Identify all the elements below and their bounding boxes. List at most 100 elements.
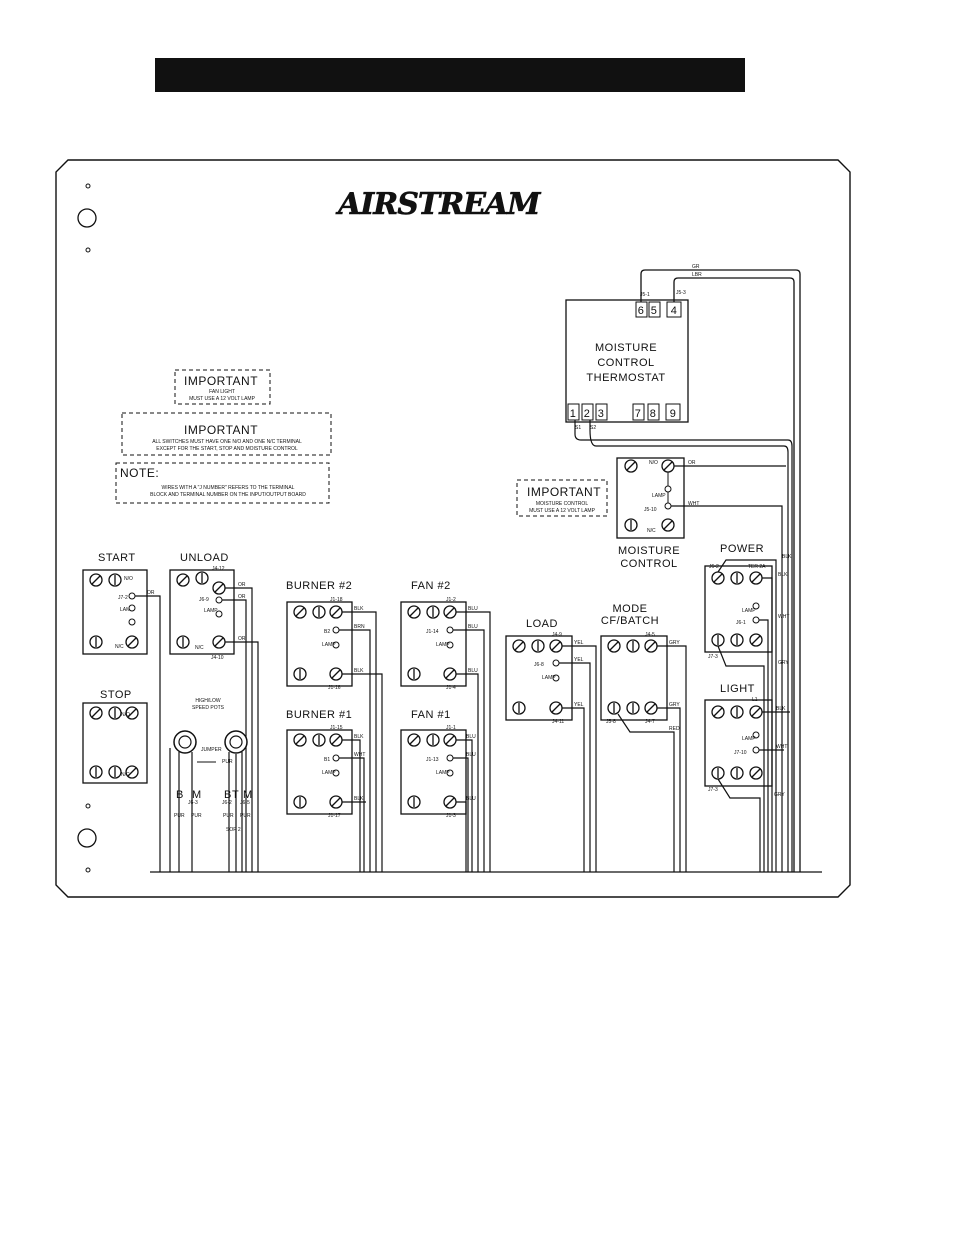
svg-text:J5-1: J5-1 [640, 292, 650, 298]
svg-text:J1-4: J1-4 [446, 685, 456, 691]
svg-text:B: B [224, 789, 232, 801]
svg-text:BLU: BLU [466, 796, 476, 802]
svg-text:J1-2: J1-2 [446, 597, 456, 603]
svg-text:MOISTURE: MOISTURE [618, 545, 680, 557]
mount-hole [85, 183, 91, 189]
svg-text:POWER: POWER [720, 543, 764, 555]
svg-text:BLU: BLU [468, 668, 478, 674]
svg-text:J6-8: J6-8 [534, 662, 544, 668]
svg-text:CONTROL: CONTROL [597, 357, 654, 369]
svg-text:GRY: GRY [778, 660, 789, 666]
svg-text:J1-3: J1-3 [446, 813, 456, 819]
svg-text:J1-1: J1-1 [446, 725, 456, 731]
svg-text:J6-3: J6-3 [188, 800, 198, 806]
svg-text:BURNER #2: BURNER #2 [286, 580, 352, 592]
header-bar [155, 58, 745, 92]
svg-text:WHT: WHT [354, 752, 365, 758]
svg-text:J5-10: J5-10 [644, 507, 657, 513]
svg-text:MOISTURE CONTROL: MOISTURE CONTROL [536, 501, 588, 507]
svg-text:OR: OR [147, 590, 155, 596]
svg-text:YEL: YEL [574, 640, 584, 646]
svg-text:J6-5: J6-5 [240, 800, 250, 806]
svg-text:FAN #2: FAN #2 [411, 580, 451, 592]
svg-text:7: 7 [635, 408, 642, 420]
svg-text:J1-18: J1-18 [330, 597, 343, 603]
svg-text:1: 1 [570, 408, 577, 420]
svg-text:CF/BATCH: CF/BATCH [601, 615, 659, 627]
svg-text:LAMP: LAMP [542, 675, 556, 681]
svg-text:6: 6 [638, 305, 645, 317]
svg-text:WIRES WITH A "J NUMBER" REFERS: WIRES WITH A "J NUMBER" REFERS TO THE TE… [162, 485, 295, 491]
svg-text:B: B [176, 789, 184, 801]
svg-text:N/C: N/C [121, 772, 130, 778]
svg-text:J4-10: J4-10 [211, 655, 224, 661]
svg-text:UNLOAD: UNLOAD [180, 552, 229, 564]
svg-text:OR: OR [688, 460, 696, 466]
svg-text:LAMP: LAMP [742, 608, 756, 614]
svg-text:PUR: PUR [222, 759, 233, 765]
svg-text:BLU: BLU [466, 752, 476, 758]
svg-text:SOP 2: SOP 2 [226, 827, 241, 833]
svg-text:LBR: LBR [692, 272, 702, 278]
svg-text:B1: B1 [324, 757, 330, 763]
svg-text:YEL: YEL [574, 657, 584, 663]
switch-start: START N/O N/C LAMP J7-2 [82, 552, 148, 655]
svg-text:N/O: N/O [649, 460, 658, 466]
svg-text:N/C: N/C [195, 645, 204, 651]
switch-light: LIGHT L1 LAMP J7-10 J7-3 [704, 683, 773, 793]
speed-pots: HIGH/LOW SPEED POTS JUMPER PUR B M B T M… [173, 698, 252, 833]
svg-text:N/C: N/C [115, 644, 124, 650]
switch-burner-2: BURNER #2 J1-18 B2 LAMP J1-16 [286, 580, 353, 691]
moisture-control-thermostat: 6 5 4 J5-1 J5-3 MOISTURE CONTROL THERMOS… [565, 290, 689, 431]
svg-text:2: 2 [584, 408, 591, 420]
mount-hole [77, 208, 97, 228]
svg-text:MUST USE A 12 VOLT LAMP: MUST USE A 12 VOLT LAMP [189, 396, 256, 402]
svg-text:LAMP: LAMP [322, 770, 336, 776]
svg-text:5: 5 [651, 305, 658, 317]
airstream-logo: AIRSTREAM [335, 187, 541, 222]
svg-text:MUST USE A 12 VOLT LAMP: MUST USE A 12 VOLT LAMP [529, 508, 596, 514]
svg-text:J7-3: J7-3 [708, 654, 718, 660]
svg-text:9: 9 [670, 408, 677, 420]
svg-text:M: M [192, 789, 202, 801]
svg-text:BLOCK AND TERMINAL NUMBER ON T: BLOCK AND TERMINAL NUMBER ON THE INPUT/O… [150, 492, 306, 498]
svg-text:LAMP: LAMP [322, 642, 336, 648]
svg-text:J4-5: J4-5 [645, 632, 655, 638]
svg-text:T: T [232, 789, 239, 801]
svg-text:N/C: N/C [647, 528, 656, 534]
svg-text:J7-3: J7-3 [708, 787, 718, 793]
note-wire-numbers: NOTE: WIRES WITH A "J NUMBER" REFERS TO … [115, 462, 330, 504]
svg-text:MOISTURE: MOISTURE [595, 342, 657, 354]
svg-text:N/O: N/O [124, 576, 133, 582]
svg-text:LIGHT: LIGHT [720, 683, 755, 695]
moisture-control-switch: N/O N/C LAMP J5-10 MOISTURE CONTROL [616, 457, 685, 570]
mount-hole [85, 247, 91, 253]
svg-text:LAMP: LAMP [436, 642, 450, 648]
svg-text:BLK: BLK [776, 706, 786, 712]
switch-mode: MODE CF/BATCH J4-5 J5-8 J4-7 [600, 603, 668, 725]
switch-stop: STOP N/O N/C [82, 689, 148, 784]
svg-text:PUR: PUR [240, 813, 251, 819]
svg-text:L1: L1 [752, 697, 758, 703]
svg-text:GRY: GRY [669, 702, 680, 708]
svg-text:WHT: WHT [688, 501, 699, 507]
svg-text:IMPORTANT: IMPORTANT [184, 423, 258, 437]
svg-text:ALL SWITCHES MUST HAVE ONE N/O: ALL SWITCHES MUST HAVE ONE N/O AND ONE N… [152, 439, 302, 445]
svg-text:LAMP: LAMP [120, 607, 134, 613]
svg-text:GR: GR [692, 264, 700, 270]
switch-burner-1: BURNER #1 J1-15 B1 LAMP J1-17 [286, 709, 353, 819]
switch-load: LOAD J4-9 J6-8 LAMP J4-11 [505, 618, 573, 725]
svg-text:STOP: STOP [100, 689, 132, 701]
svg-text:8: 8 [650, 408, 657, 420]
svg-text:J5-8: J5-8 [606, 719, 616, 725]
svg-text:GRY: GRY [669, 640, 680, 646]
svg-text:J1-17: J1-17 [328, 813, 341, 819]
svg-text:J7-2: J7-2 [118, 595, 128, 601]
svg-text:J5-3: J5-3 [676, 290, 686, 296]
svg-text:MODE: MODE [613, 603, 648, 615]
svg-text:LOAD: LOAD [526, 618, 558, 630]
svg-text:3: 3 [598, 408, 605, 420]
svg-text:BLK: BLK [354, 668, 364, 674]
svg-text:BLK: BLK [354, 796, 364, 802]
svg-text:J1-16: J1-16 [328, 685, 341, 691]
